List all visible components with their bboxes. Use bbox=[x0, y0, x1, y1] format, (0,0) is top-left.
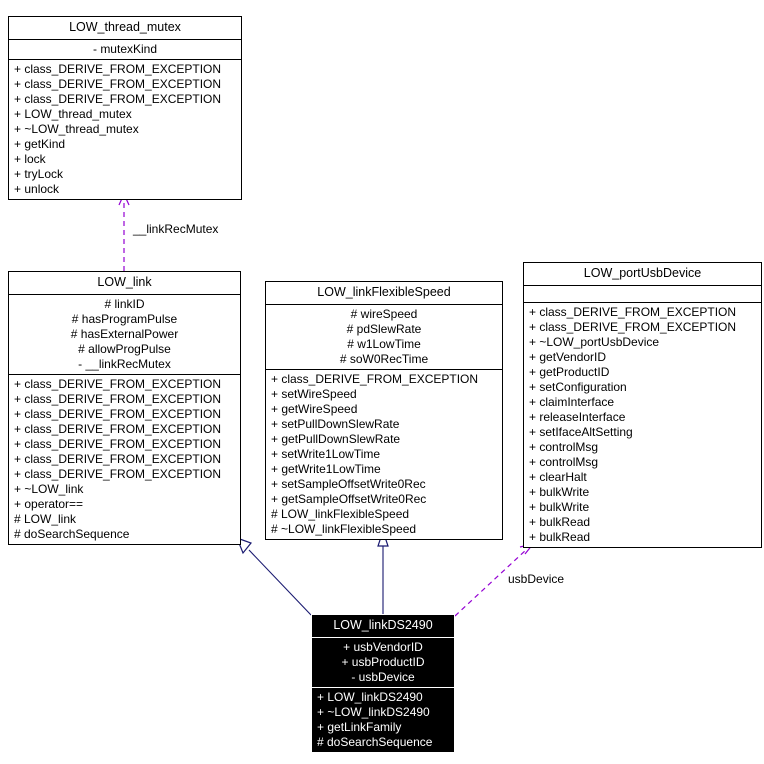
method-row: + class_DERIVE_FROM_EXCEPTION bbox=[14, 77, 222, 91]
method-row: + setPullDownSlewRate bbox=[271, 417, 400, 431]
method-row: + bulkRead bbox=[529, 515, 591, 529]
method-row: + ~LOW_thread_mutex bbox=[14, 122, 139, 136]
method-row: + getKind bbox=[14, 137, 66, 151]
method-row: + class_DERIVE_FROM_EXCEPTION bbox=[14, 92, 222, 106]
attribute-row: # linkID bbox=[104, 297, 145, 311]
method-row: + releaseInterface bbox=[529, 410, 626, 424]
method-row: + unlock bbox=[14, 182, 60, 196]
method-row: + operator== bbox=[14, 497, 84, 511]
method-row: + getWireSpeed bbox=[271, 402, 358, 416]
method-row: + class_DERIVE_FROM_EXCEPTION bbox=[14, 377, 222, 391]
class-box-low-port-usb-device[interactable]: LOW_portUsbDevice + class_DERIVE_FROM_EX… bbox=[523, 262, 762, 548]
method-row: + getLinkFamily bbox=[317, 720, 402, 734]
method-row: + ~LOW_linkDS2490 bbox=[317, 705, 430, 719]
class-attributes: # wireSpeed # pdSlewRate # w1LowTime # s… bbox=[266, 304, 502, 369]
attribute-row: # allowProgPulse bbox=[78, 342, 171, 356]
method-row: + getPullDownSlewRate bbox=[271, 432, 401, 446]
method-row: + getProductID bbox=[529, 365, 610, 379]
method-row: + setIfaceAltSetting bbox=[529, 425, 633, 439]
method-row: + getSampleOffsetWrite0Rec bbox=[271, 492, 427, 506]
edge-label-usb-device: usbDevice bbox=[508, 572, 565, 586]
method-row: + setWrite1LowTime bbox=[271, 447, 381, 461]
class-methods: + class_DERIVE_FROM_EXCEPTION + class_DE… bbox=[9, 374, 240, 544]
method-row: # ~LOW_linkFlexibleSpeed bbox=[271, 522, 417, 536]
method-row: + LOW_thread_mutex bbox=[14, 107, 132, 121]
class-title: LOW_thread_mutex bbox=[69, 20, 181, 34]
attribute-row: + usbProductID bbox=[341, 655, 425, 669]
method-row: # doSearchSequence bbox=[317, 735, 433, 749]
attribute-row: # hasExternalPower bbox=[70, 327, 179, 341]
method-row: + setConfiguration bbox=[529, 380, 627, 394]
class-title: LOW_link bbox=[97, 275, 152, 289]
method-row: # LOW_link bbox=[14, 512, 77, 526]
method-row: # LOW_linkFlexibleSpeed bbox=[271, 507, 410, 521]
class-box-low-thread-mutex[interactable]: LOW_thread_mutex - mutexKind + class_DER… bbox=[8, 16, 242, 200]
method-row: + class_DERIVE_FROM_EXCEPTION bbox=[14, 437, 222, 451]
class-attributes bbox=[524, 285, 761, 302]
method-row: # doSearchSequence bbox=[14, 527, 130, 541]
class-methods: + class_DERIVE_FROM_EXCEPTION + class_DE… bbox=[9, 59, 241, 199]
class-methods: + class_DERIVE_FROM_EXCEPTION + class_DE… bbox=[524, 302, 761, 547]
class-methods: + class_DERIVE_FROM_EXCEPTION + setWireS… bbox=[266, 369, 502, 539]
method-row: + getVendorID bbox=[529, 350, 607, 364]
method-row: + class_DERIVE_FROM_EXCEPTION bbox=[14, 452, 222, 466]
class-methods: + LOW_linkDS2490 + ~LOW_linkDS2490 + get… bbox=[312, 687, 454, 752]
method-row: + class_DERIVE_FROM_EXCEPTION bbox=[529, 305, 737, 319]
method-row: + claimInterface bbox=[529, 395, 615, 409]
method-row: + controlMsg bbox=[529, 440, 599, 454]
attribute-row: # hasProgramPulse bbox=[71, 312, 178, 326]
edge-inherit-flexiblespeed bbox=[377, 529, 389, 614]
method-row: + class_DERIVE_FROM_EXCEPTION bbox=[14, 422, 222, 436]
attribute-row: # w1LowTime bbox=[347, 337, 421, 351]
method-row: + class_DERIVE_FROM_EXCEPTION bbox=[271, 372, 479, 386]
edge-label-link-rec-mutex: __linkRecMutex bbox=[133, 222, 219, 236]
method-row: + lock bbox=[14, 152, 46, 166]
edge-link-rec-mutex bbox=[118, 193, 130, 271]
method-row: + class_DERIVE_FROM_EXCEPTION bbox=[14, 62, 222, 76]
class-box-low-link-ds2490[interactable]: LOW_linkDS2490 + usbVendorID + usbProduc… bbox=[311, 614, 455, 753]
class-attributes: # linkID # hasProgramPulse # hasExternal… bbox=[9, 294, 240, 374]
method-row: + getWrite1LowTime bbox=[271, 462, 381, 476]
class-title: LOW_portUsbDevice bbox=[583, 266, 702, 280]
method-row: + bulkWrite bbox=[529, 500, 590, 514]
method-row: + clearHalt bbox=[529, 470, 587, 484]
method-row: + setWireSpeed bbox=[271, 387, 357, 401]
method-row: + tryLock bbox=[14, 167, 64, 181]
attribute-row: # wireSpeed bbox=[350, 307, 418, 321]
class-title: LOW_linkFlexibleSpeed bbox=[317, 285, 451, 299]
method-row: + controlMsg bbox=[529, 455, 599, 469]
method-row: + class_DERIVE_FROM_EXCEPTION bbox=[14, 407, 222, 421]
method-row: + LOW_linkDS2490 bbox=[317, 690, 423, 704]
class-attributes: + usbVendorID + usbProductID - usbDevice bbox=[312, 637, 454, 687]
method-row: + setSampleOffsetWrite0Rec bbox=[271, 477, 426, 491]
attribute-row: + usbVendorID bbox=[343, 640, 423, 654]
attribute-row: - __linkRecMutex bbox=[78, 357, 171, 371]
class-attributes: - mutexKind bbox=[9, 39, 241, 59]
class-box-low-link[interactable]: LOW_link # linkID # hasProgramPulse # ha… bbox=[8, 271, 241, 545]
attribute-row: # pdSlewRate bbox=[346, 322, 422, 336]
attribute-row: # soW0RecTime bbox=[339, 352, 429, 366]
method-row: + ~LOW_link bbox=[14, 482, 84, 496]
class-title: LOW_linkDS2490 bbox=[333, 618, 433, 632]
edge-inherit-link bbox=[235, 536, 312, 616]
method-row: + class_DERIVE_FROM_EXCEPTION bbox=[529, 320, 737, 334]
class-box-low-link-flexible-speed[interactable]: LOW_linkFlexibleSpeed # wireSpeed # pdSl… bbox=[265, 281, 503, 540]
method-row: + bulkRead bbox=[529, 530, 591, 544]
attribute-row: - mutexKind bbox=[92, 42, 158, 56]
attribute-row: - usbDevice bbox=[351, 670, 415, 684]
method-row: + class_DERIVE_FROM_EXCEPTION bbox=[14, 392, 222, 406]
method-row: + ~LOW_portUsbDevice bbox=[529, 335, 660, 349]
method-row: + class_DERIVE_FROM_EXCEPTION bbox=[14, 467, 222, 481]
method-row: + bulkWrite bbox=[529, 485, 590, 499]
